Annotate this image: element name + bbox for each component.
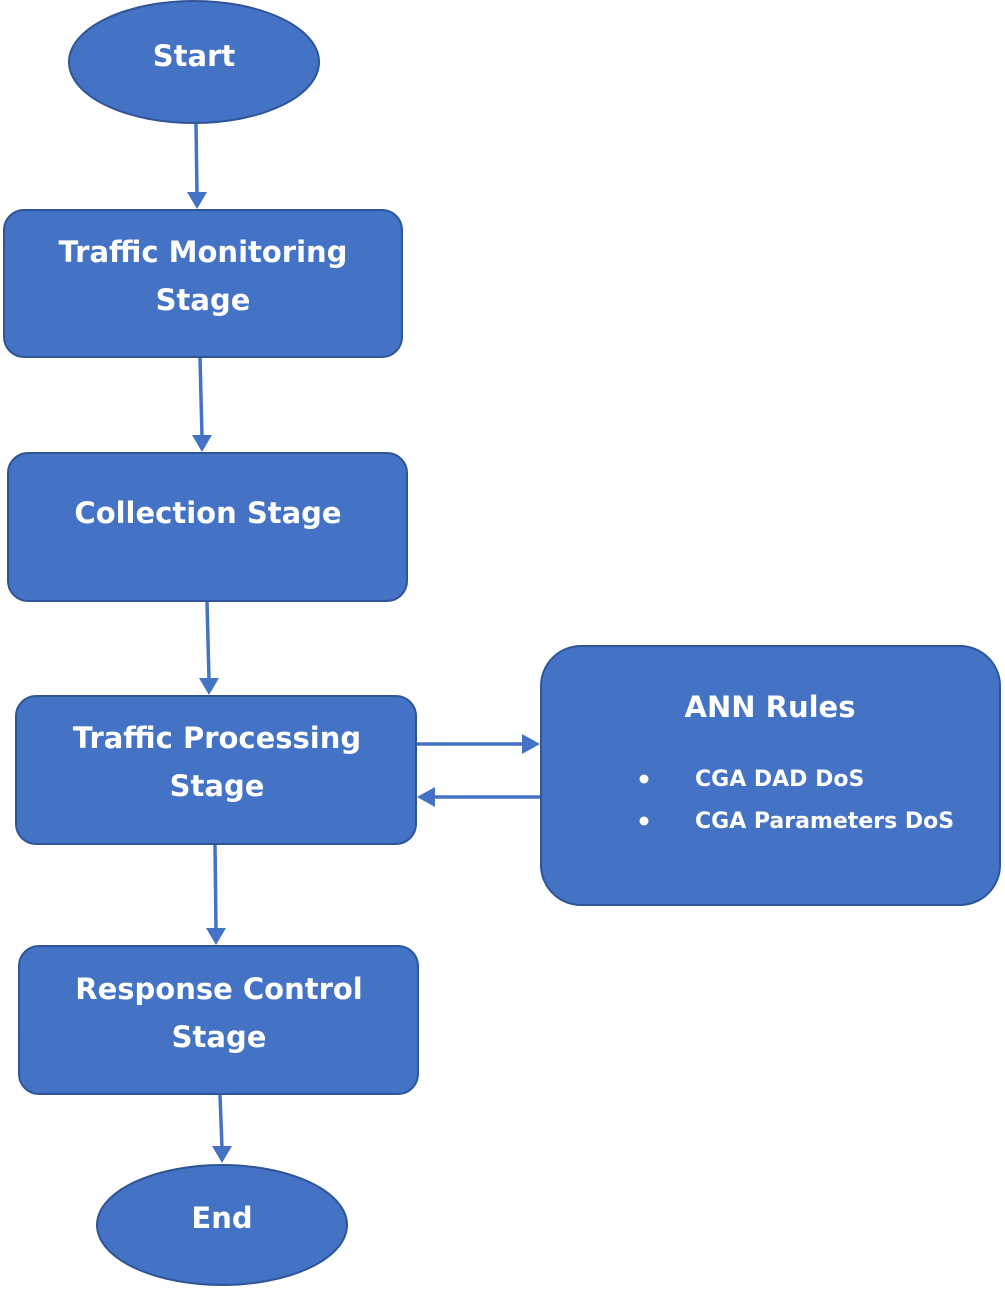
arrowhead-monitoring-to-collection [192,435,212,452]
arrowhead-response-to-end [212,1146,232,1163]
traffic-processing-box [15,695,417,845]
connector-monitoring-to-collection [198,356,204,438]
end-node: End [96,1164,348,1286]
end-ellipse [96,1164,348,1286]
arrowhead-processing-to-response [206,928,226,945]
ann-rules-title: ANN Rules [685,690,856,724]
connector-processing-to-response [213,844,218,931]
traffic-monitoring-box [3,209,403,358]
traffic-processing-label-line2: Stage [170,769,265,803]
arrowhead-start-to-monitoring [187,192,207,209]
ann-rules-bullet-2 [639,816,649,826]
traffic-monitoring-label-line2: Stage [156,283,251,317]
traffic-monitoring-node: Traffic Monitoring Stage [3,209,403,358]
collection-label: Collection Stage [74,496,341,530]
connectors [187,123,540,1163]
traffic-processing-node: Traffic Processing Stage [15,695,417,845]
start-ellipse [68,0,320,124]
response-control-label-line2: Stage [172,1020,267,1054]
arrowhead-collection-to-processing [199,678,219,695]
collection-node: Collection Stage [7,452,408,602]
start-node: Start [68,0,320,124]
start-label: Start [153,39,236,73]
traffic-monitoring-label-line1: Traffic Monitoring [59,235,348,269]
response-control-label-line1: Response Control [75,972,363,1006]
response-control-box [18,945,419,1095]
collection-box [7,452,408,602]
connector-collection-to-processing [205,600,211,681]
end-label: End [191,1201,252,1235]
arrowhead-processing-to-ann [522,734,540,754]
connector-response-to-end [218,1094,224,1149]
ann-rules-node: ANN Rules CGA DAD DoS CGA Parameters DoS [540,645,1001,906]
arrowhead-ann-to-processing [417,787,435,807]
ann-rules-bullet-1 [639,774,649,784]
ann-rules-item-2: CGA Parameters DoS [695,809,954,834]
connector-start-to-monitoring [194,123,199,195]
traffic-processing-label-line1: Traffic Processing [73,721,361,755]
response-control-node: Response Control Stage [18,945,419,1095]
ann-rules-item-1: CGA DAD DoS [695,767,864,792]
ann-rules-box [540,645,1001,906]
